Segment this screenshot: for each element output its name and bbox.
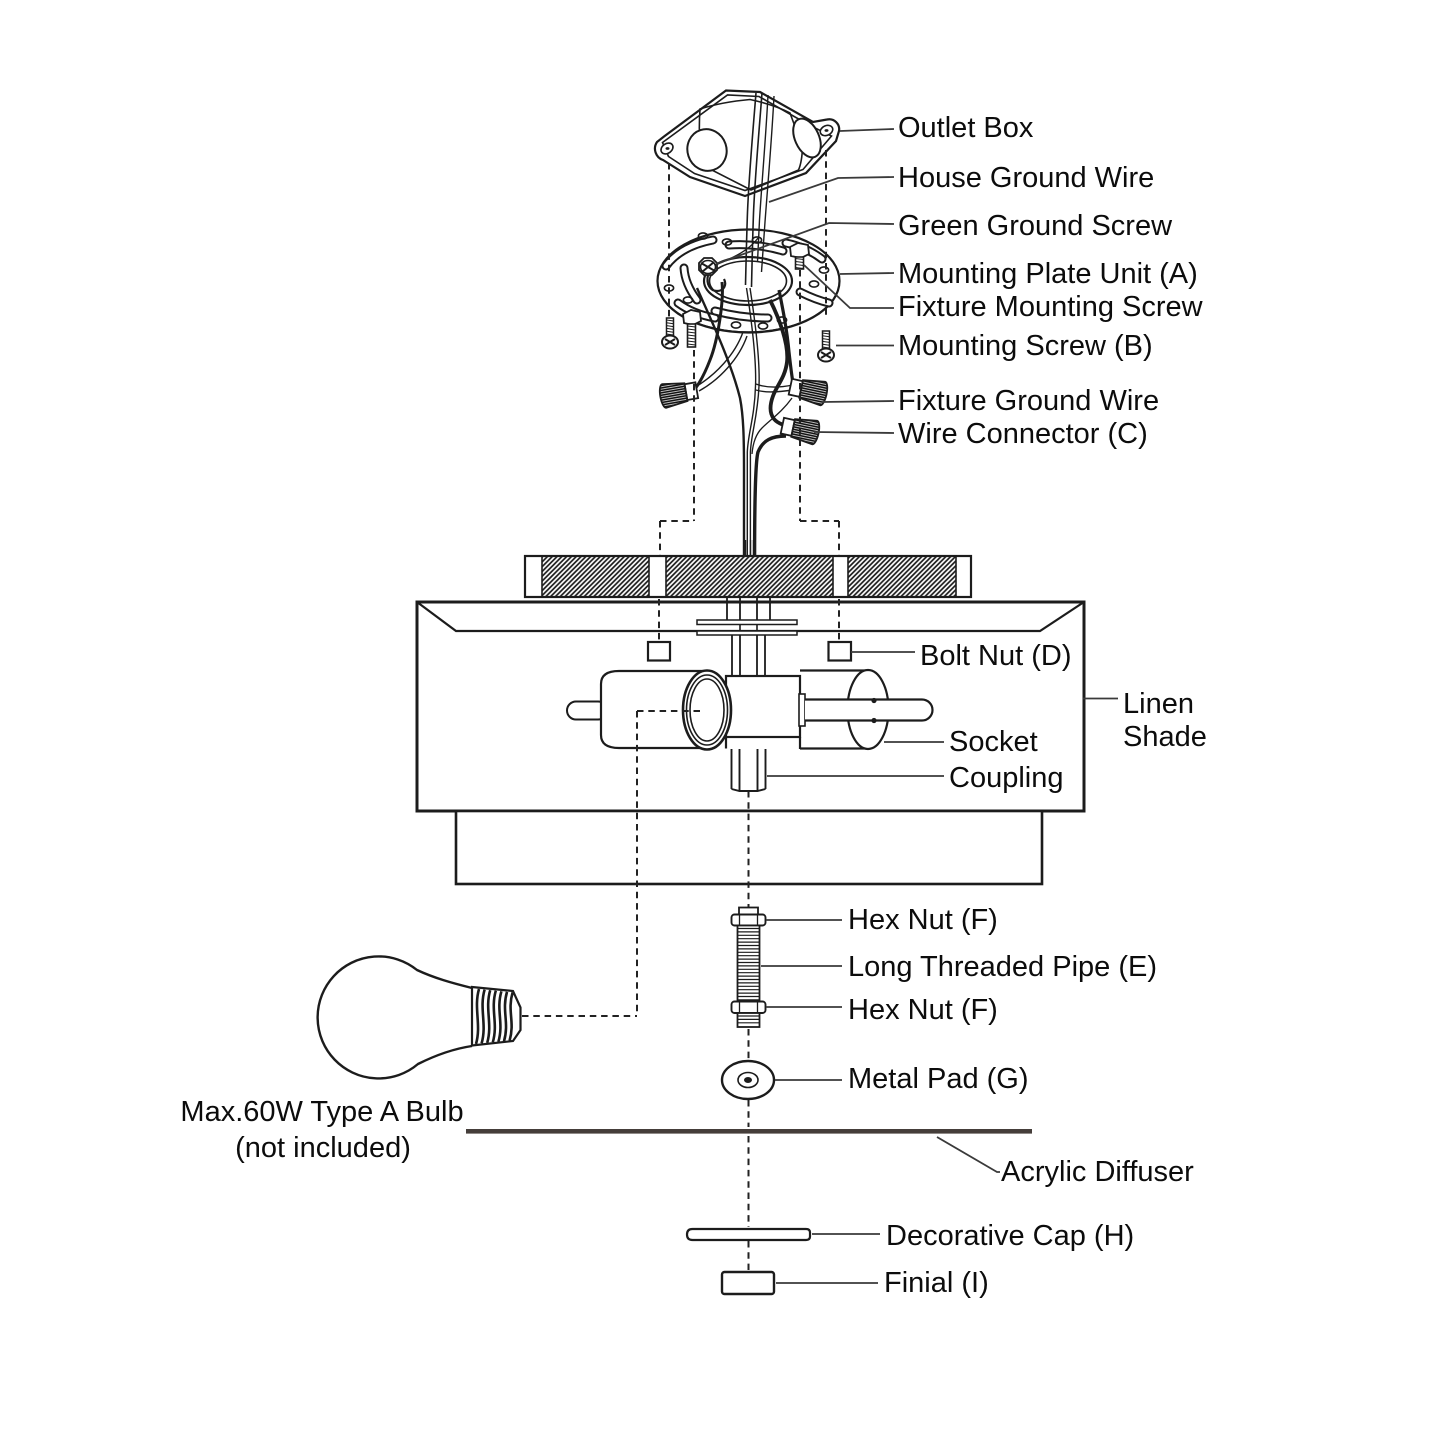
svg-text:House Ground Wire: House Ground Wire <box>898 162 1154 194</box>
svg-text:Socket: Socket <box>949 726 1038 758</box>
svg-text:Fixture Ground Wire: Fixture Ground Wire <box>898 385 1159 417</box>
svg-text:Linen: Linen <box>1123 688 1194 720</box>
svg-text:Hex Nut (F): Hex Nut (F) <box>848 904 998 936</box>
svg-text:Fixture Mounting Screw: Fixture Mounting Screw <box>898 291 1204 323</box>
svg-text:Acrylic Diffuser: Acrylic Diffuser <box>1001 1156 1194 1188</box>
svg-text:Decorative Cap (H): Decorative Cap (H) <box>886 1220 1134 1252</box>
svg-text:Wire Connector (C): Wire Connector (C) <box>898 418 1148 450</box>
svg-text:Finial (I): Finial (I) <box>884 1267 989 1299</box>
svg-text:Metal Pad (G): Metal Pad (G) <box>848 1063 1029 1095</box>
svg-text:Hex Nut (F): Hex Nut (F) <box>848 994 998 1026</box>
svg-text:Green Ground Screw: Green Ground Screw <box>898 210 1173 242</box>
svg-text:Shade: Shade <box>1123 721 1207 753</box>
svg-text:Bolt Nut (D): Bolt Nut (D) <box>920 640 1071 672</box>
svg-text:Coupling: Coupling <box>949 762 1063 794</box>
svg-text:Mounting Screw (B): Mounting Screw (B) <box>898 330 1153 362</box>
svg-text:Mounting Plate Unit (A): Mounting Plate Unit (A) <box>898 258 1198 290</box>
svg-text:(not included): (not included) <box>235 1132 411 1164</box>
svg-text:Outlet Box: Outlet Box <box>898 112 1034 144</box>
svg-text:Long Threaded Pipe (E): Long Threaded Pipe (E) <box>848 951 1157 983</box>
svg-text:Max.60W Type A Bulb: Max.60W Type A Bulb <box>180 1096 463 1128</box>
